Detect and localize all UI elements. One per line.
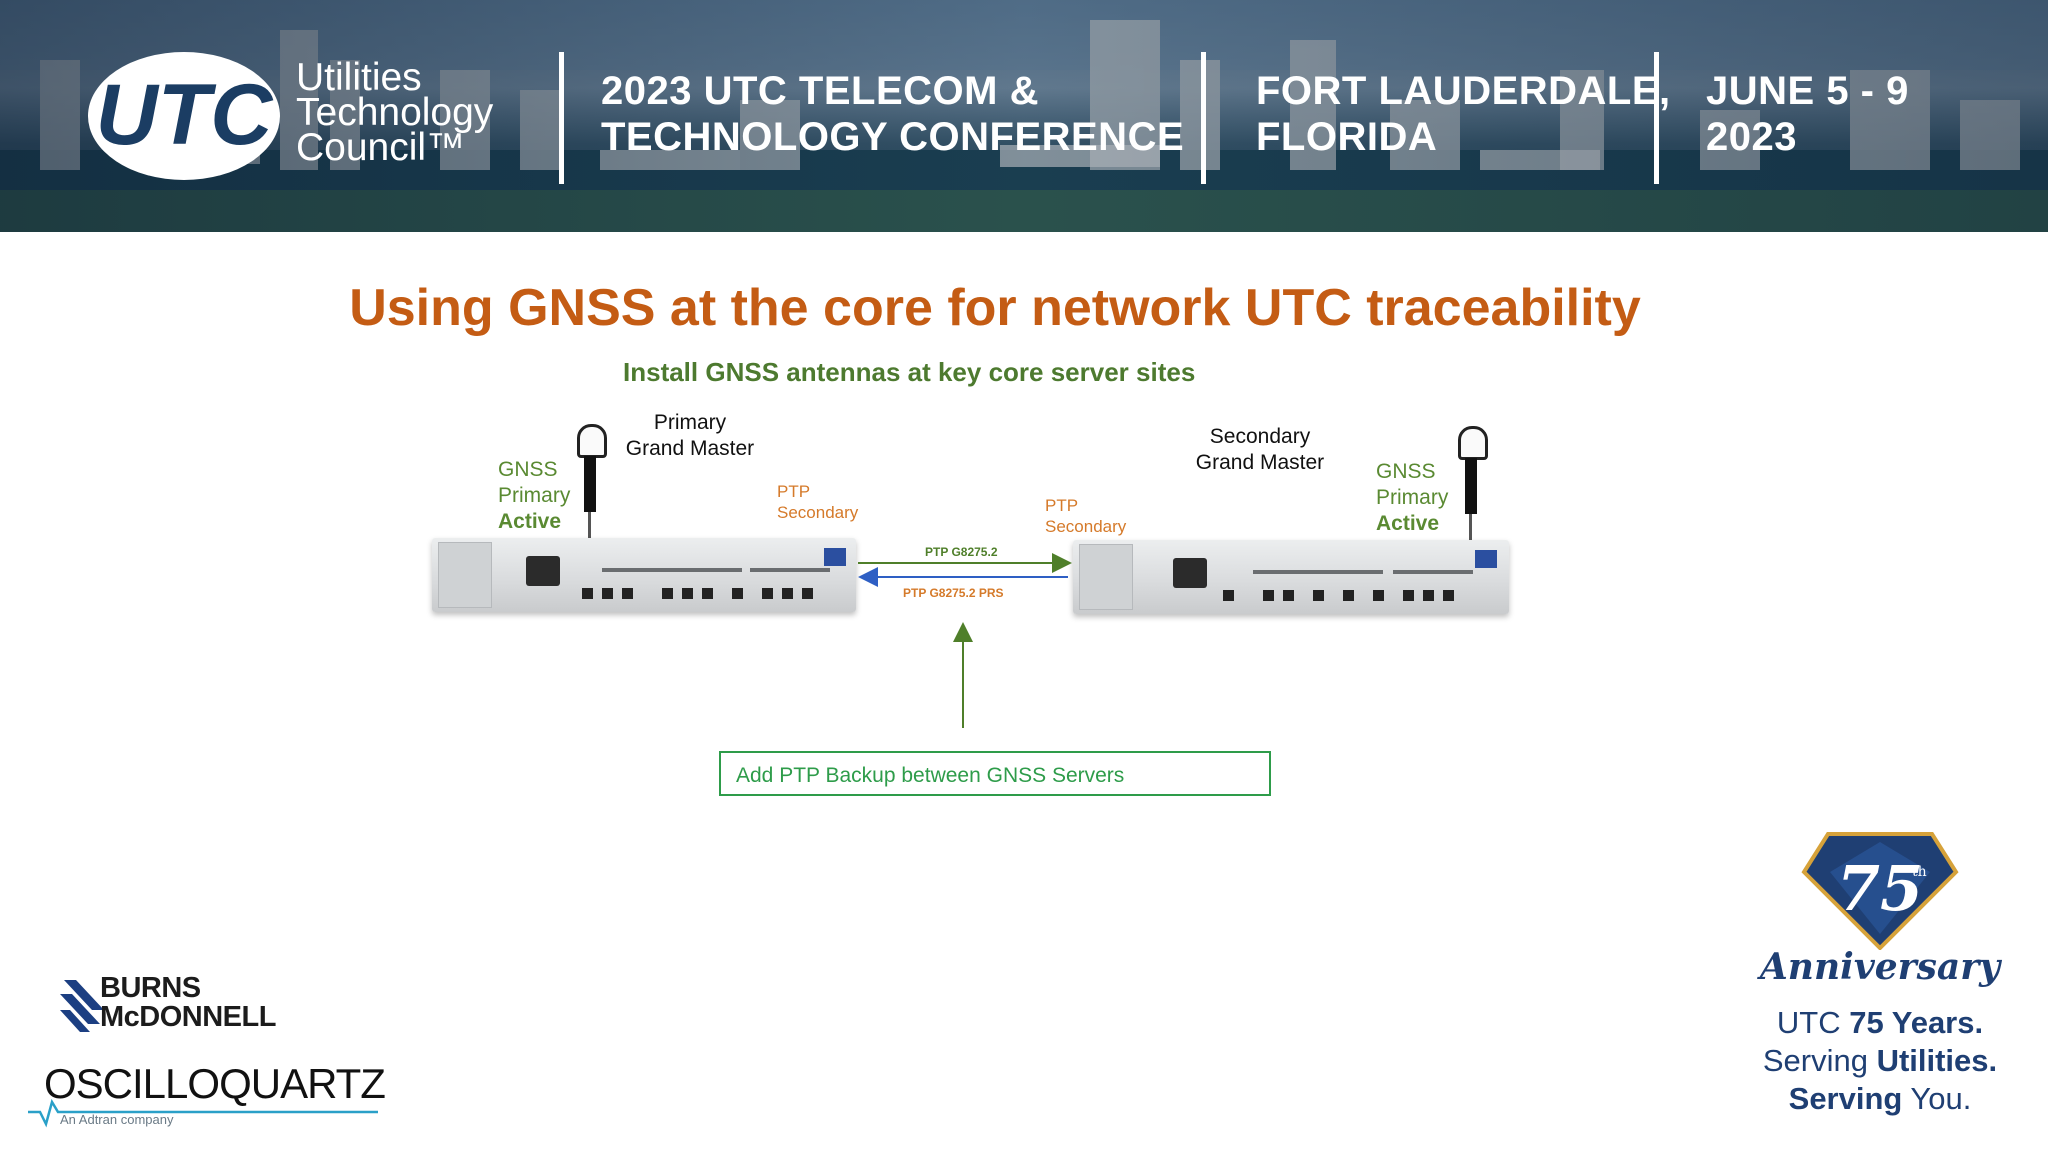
th-suffix: th bbox=[1912, 864, 1927, 880]
line-plain: You. bbox=[1910, 1081, 1972, 1116]
role-line: Grand Master bbox=[625, 437, 755, 460]
anniversary-line: Serving Utilities. bbox=[1740, 1042, 2020, 1080]
line-bold: Serving bbox=[1788, 1081, 1903, 1116]
header-divider bbox=[1654, 52, 1659, 184]
gnss-line: Primary bbox=[498, 484, 571, 507]
role-line: Secondary bbox=[1209, 425, 1311, 448]
conference-name: 2023 UTC TELECOM & TECHNOLOGY CONFERENCE bbox=[601, 68, 1184, 160]
line-plain: Serving bbox=[1762, 1043, 1877, 1078]
role-line: Primary bbox=[653, 411, 727, 434]
burns-line: BURNS bbox=[100, 972, 201, 1004]
utc-logo: UTC bbox=[88, 52, 280, 180]
conference-dates: JUNE 5 - 9 2023 bbox=[1706, 68, 1909, 160]
forward-link-label: PTP G8275.2 bbox=[925, 545, 998, 559]
org-word: Council™ bbox=[296, 126, 466, 169]
gnss-antenna-icon bbox=[1454, 426, 1488, 558]
gnss-status: Active bbox=[498, 510, 562, 533]
line-bold: 75 Years. bbox=[1849, 1005, 1984, 1040]
75th-diamond-icon: 75 th bbox=[1801, 832, 1959, 950]
conference-location: FORT LAUDERDALE, FLORIDA bbox=[1256, 68, 1671, 160]
dates-line: 2023 bbox=[1706, 115, 1797, 159]
anniversary-word: Anniversary bbox=[1759, 946, 2001, 988]
utc-logo-text: UTC bbox=[96, 67, 275, 163]
75-number: 75 bbox=[1837, 852, 1923, 925]
slide-title: Using GNSS at the core for network UTC t… bbox=[349, 279, 1641, 337]
line-bold: Utilities. bbox=[1876, 1043, 1998, 1078]
location-line: FLORIDA bbox=[1256, 115, 1438, 159]
ptp-line: Secondary bbox=[777, 503, 859, 522]
left-gnss-label: GNSS Primary Active bbox=[498, 457, 570, 535]
org-word: Technology bbox=[296, 91, 494, 134]
anniversary-line: Serving You. bbox=[1740, 1080, 2020, 1118]
conference-banner: UTC Utilities Technology Council™ 2023 U… bbox=[0, 0, 2048, 232]
conference-line: TECHNOLOGY CONFERENCE bbox=[601, 115, 1185, 159]
burns-mcdonnell-logo: BURNS McDONNELL bbox=[60, 974, 320, 1036]
ptp-line: PTP bbox=[777, 482, 811, 501]
primary-grand-master-server bbox=[432, 538, 856, 612]
utc-org-name: Utilities Technology Council™ bbox=[296, 56, 494, 169]
ptp-line: Secondary bbox=[1045, 517, 1127, 536]
gnss-line: GNSS bbox=[498, 458, 558, 481]
oscilloquartz-tagline: An Adtran company bbox=[60, 1112, 174, 1127]
anniversary-line: UTC 75 Years. bbox=[1740, 1004, 2020, 1042]
gnss-line: Primary bbox=[1376, 486, 1449, 509]
gnss-line: GNSS bbox=[1376, 460, 1436, 483]
right-gnss-label: GNSS Primary Active bbox=[1376, 459, 1448, 537]
role-line: Grand Master bbox=[1195, 451, 1325, 474]
location-line: FORT LAUDERDALE, bbox=[1256, 69, 1671, 113]
header-divider bbox=[1201, 52, 1206, 184]
oscilloquartz-logo: OSCILLOQUARTZ An Adtran company bbox=[28, 1062, 388, 1132]
conference-line: 2023 UTC TELECOM & bbox=[601, 69, 1039, 113]
left-ptp-label: PTP Secondary bbox=[777, 481, 858, 523]
ptp-line: PTP bbox=[1045, 496, 1079, 515]
gnss-status: Active bbox=[1376, 512, 1440, 535]
slide-subtitle: Install GNSS antennas at key core server… bbox=[623, 357, 1196, 387]
callout-box: Add PTP Backup between GNSS Servers bbox=[719, 751, 1271, 796]
org-word: Utilities bbox=[296, 56, 422, 99]
right-ptp-label: PTP Secondary bbox=[1045, 495, 1126, 537]
burns-line: McDONNELL bbox=[100, 1001, 276, 1033]
right-role-label: Secondary Grand Master bbox=[1185, 424, 1335, 476]
header-divider bbox=[559, 52, 564, 184]
gnss-antenna-icon bbox=[573, 424, 607, 556]
burns-wordmark: BURNS McDONNELL bbox=[100, 974, 276, 1032]
line-plain: UTC bbox=[1776, 1005, 1850, 1040]
dates-line: JUNE 5 - 9 bbox=[1706, 69, 1909, 113]
left-role-label: Primary Grand Master bbox=[614, 410, 766, 462]
wave-icon bbox=[28, 1098, 378, 1128]
burns-stripes-icon bbox=[60, 980, 104, 1032]
secondary-grand-master-server bbox=[1073, 540, 1509, 614]
reverse-link-label: PTP G8275.2 PRS bbox=[903, 586, 1004, 600]
oscilloquartz-wordmark: OSCILLOQUARTZ bbox=[44, 1060, 386, 1107]
anniversary-badge: 75 th Anniversary UTC 75 Years. Serving … bbox=[1740, 830, 2020, 1130]
